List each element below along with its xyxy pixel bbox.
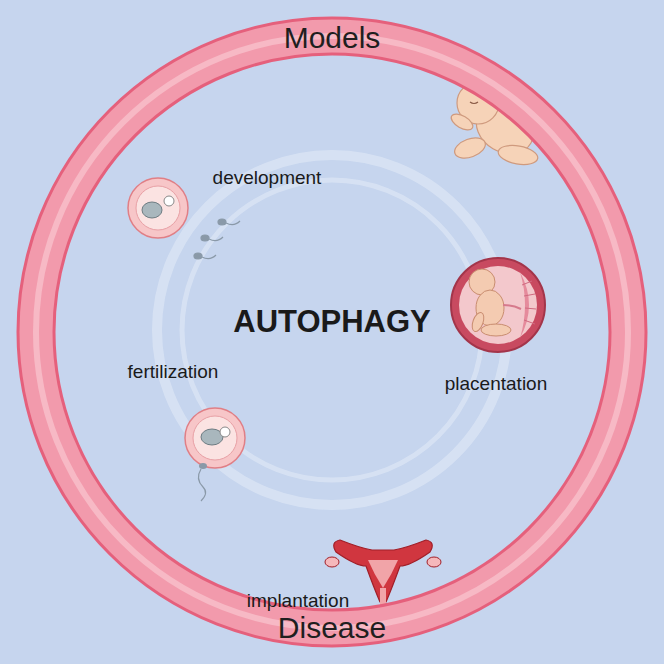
stage-label: development (213, 167, 322, 189)
ring-label: Models (284, 23, 381, 53)
ring-label: Disease (278, 613, 386, 643)
stage-label: fertilization (128, 361, 219, 383)
fetus-in-uterus (451, 258, 545, 352)
egg-fertilization (185, 408, 245, 501)
ring-inner-edge (54, 54, 610, 610)
egg-development (128, 178, 240, 259)
swirl (157, 155, 507, 505)
center-title: AUTOPHAGY (233, 304, 431, 340)
stage-label: placentation (445, 373, 547, 395)
ring-highlight (36, 36, 628, 628)
stage-label: implantation (247, 590, 349, 612)
ring-outer-edge (18, 18, 646, 646)
ring-fill (36, 36, 628, 628)
